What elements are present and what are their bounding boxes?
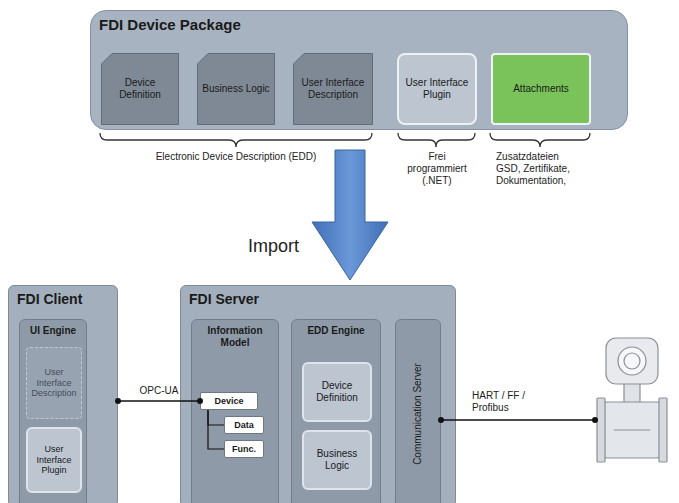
bus-connector [118,400,200,402]
label-box: Frei programmiert (.NET) [398,151,476,187]
panel-title: Information Model [200,325,270,349]
panel-title: FDI Client [17,291,109,308]
annotation: Frei programmiert (.NET) [398,151,476,187]
connector-dot [197,398,203,404]
import-arrow [312,150,388,280]
panel-title: FDI Server [189,291,447,308]
fieldbus-wire [441,419,595,421]
box-label: Device Definition [104,77,176,101]
panel-title: UI Engine [28,325,78,337]
brace [398,133,475,147]
server-panel: FDI ServerInformation ModelDeviceDataFun… [180,285,456,503]
tree-connector [208,410,224,449]
box-label: Device [214,396,243,407]
box-label: Func. [232,444,256,455]
plugin-box: User Interface Plugin [397,53,477,125]
edd-part-box: User Interface Description [293,53,373,125]
device-head [606,338,658,384]
box-label: User Interface Description [296,77,370,101]
edd-part-box: Business Logic [302,430,372,490]
ui-description-box: User Interface Description [26,347,82,419]
package-panel: FDI Device PackageDevice Definition Busin… [90,10,628,130]
comm-server-box: Communication Server [395,319,441,503]
label-box: Electronic Device Description (EDD) [150,151,322,163]
box-label: Communication Server [412,363,424,465]
tab-outline [102,54,179,125]
tree-connector [208,410,224,425]
device-neck [624,382,640,404]
box-label: User Interface Description [30,367,78,399]
box-label: User Interface Plugin [31,444,77,476]
brace [490,133,590,147]
edd-part-box: Device Definition [302,362,372,422]
model-panel: Information ModelDeviceDataFunc. [191,319,279,503]
tree-node: Func. [224,440,264,458]
protocol-label: OPC-UA [140,385,179,397]
import-label: Import [248,236,299,258]
box-label: Attachments [513,83,569,95]
edd-part-box: Business Logic [197,53,275,125]
device-display-ring [624,353,640,369]
box-label: Data [234,420,254,431]
tree-node: Device [200,392,258,410]
tab-outline [294,54,373,125]
device-display [618,347,646,375]
braces [100,133,590,147]
annotation: Electronic Device Description (EDD) [150,151,322,163]
attachments-box: Attachments [491,53,591,125]
edge-label-box: OPC-UA [140,385,179,397]
wire-dot [438,417,444,423]
wire-dot [592,417,598,423]
box-label: Business Logic [307,448,367,472]
engine-panel: UI EngineUser Interface DescriptionUser … [19,319,87,503]
label-box: HART / FF / Profibus [472,390,534,414]
device-flange [659,398,667,462]
engine-panel: EDD EngineDevice DefinitionBusiness Logi… [291,319,381,503]
panel-title: EDD Engine [300,325,372,337]
edd-part-box: Device Definition [101,53,179,125]
device-flange [597,398,605,462]
annotation: Zusatzdateien GSD, Zertifikate, Dokument… [496,151,584,187]
label-box: Import [248,236,299,258]
panel-title: FDI Device Package [99,16,619,34]
box-label: Business Logic [202,83,269,95]
tab-outline [198,54,275,125]
device-body [604,402,660,458]
connector-dot [115,398,121,404]
box-label: User Interface Plugin [402,77,472,101]
tree-node: Data [224,416,264,434]
label-box: Zusatzdateien GSD, Zertifikate, Dokument… [496,151,584,187]
client-panel: FDI Client UI EngineUser Interface Descri… [8,285,118,503]
plugin-box: User Interface Plugin [26,427,82,493]
annotation: HART / FF / Profibus [472,390,534,414]
box-label: Device Definition [307,380,367,404]
brace [100,133,372,147]
device-detail [614,429,650,430]
field-device [597,338,667,462]
